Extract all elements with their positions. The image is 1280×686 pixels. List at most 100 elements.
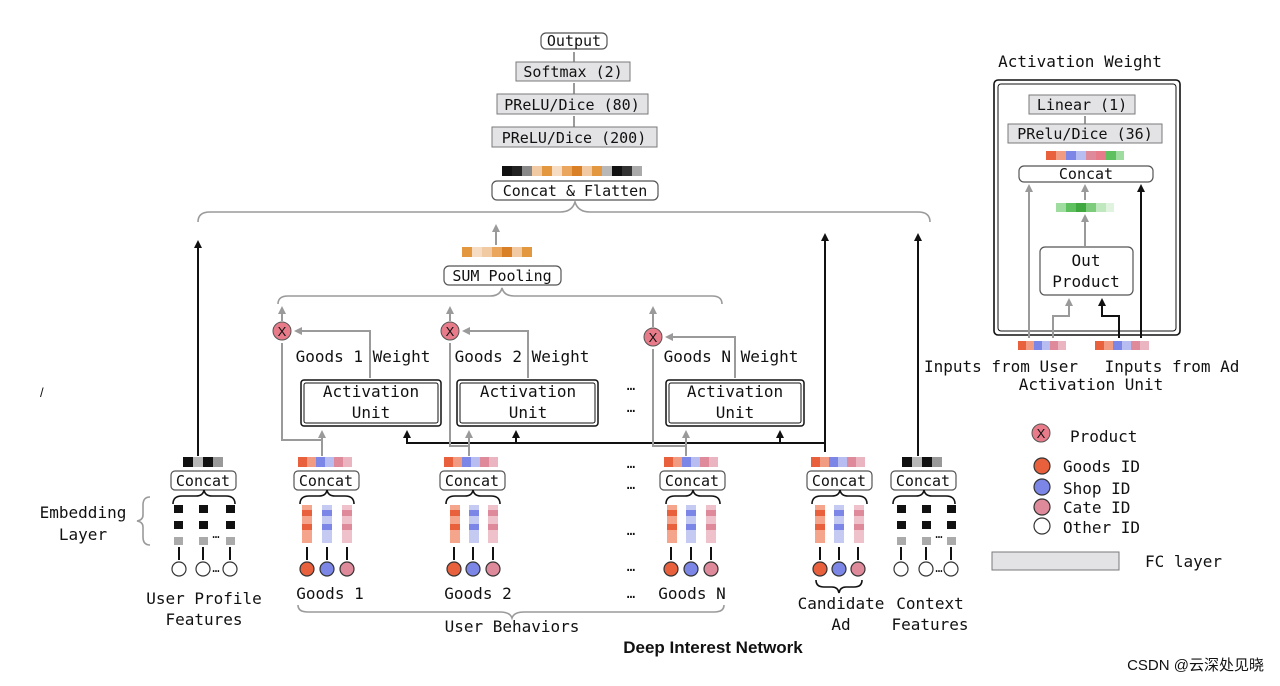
softmax-box (515, 61, 631, 82)
user-behaviors-label: User Behaviors (445, 617, 580, 636)
inputs-user-label-1: Inputs from User (924, 357, 1078, 376)
user-profile-strip (183, 457, 223, 467)
legend-goods-label: Goods ID (1063, 457, 1140, 476)
svg-text:X: X (446, 324, 455, 339)
linear-box (1028, 94, 1136, 115)
goods1-id-circles (299, 561, 355, 577)
softmax-label: Softmax (2) (523, 63, 622, 81)
activation-unit-n: Activation Unit (665, 379, 805, 427)
output-box (540, 32, 608, 50)
inset-frame-inner (997, 83, 1177, 332)
goods1-strip (298, 457, 352, 467)
stray-mark: / (40, 385, 44, 400)
svg-text:Concat: Concat (896, 472, 950, 490)
prelu36-box (1007, 123, 1163, 144)
activation-unit-2: Activation Unit (456, 379, 599, 427)
goodsn-embeddings (667, 505, 716, 543)
context-label-2: Features (891, 615, 968, 634)
product-node-2: X (440, 321, 460, 341)
ellipsis-au-bottom: … (627, 400, 635, 416)
prelu36-label: PRelu/Dice (36) (1017, 125, 1152, 143)
embedding-layer-label-2: Layer (59, 525, 108, 544)
pooled-embedding-strip (462, 247, 532, 257)
candidate-label-1: Candidate (798, 594, 885, 613)
legend-shop-icon (1033, 478, 1051, 496)
prelu200-label: PReLU/Dice (200) (502, 129, 647, 147)
svg-text:Concat: Concat (299, 472, 353, 490)
linear-label: Linear (1) (1037, 96, 1127, 114)
candidate-id-brace (815, 579, 863, 594)
weight2-arrow (462, 327, 529, 378)
concat-box-context: Concat (890, 470, 957, 491)
context-id-circles (893, 561, 959, 577)
goods1-to-product (281, 343, 323, 456)
user-profile-label-1: User Profile (146, 589, 262, 608)
svg-text:X: X (649, 330, 658, 345)
user-profile-embeddings (174, 505, 235, 545)
inset-ad-input-strip (1095, 341, 1149, 350)
ellipsis-au-top: … (627, 378, 635, 394)
legend-goods-icon (1033, 457, 1051, 475)
goods2-brace (445, 489, 501, 505)
user-profile-brace (172, 489, 236, 505)
inputs-ad-label: Inputs from Ad (1105, 357, 1240, 376)
inset-concat-box (1018, 165, 1154, 183)
prelu200-box (491, 126, 658, 148)
legend-product-icon: X (1031, 423, 1051, 443)
concat-box-goodsn: Concat (659, 470, 726, 491)
concat-box-user-profile: Concat (170, 470, 237, 491)
out-product-box (1039, 246, 1134, 296)
goods2-to-product (449, 343, 470, 456)
user-behaviors-brace (297, 604, 725, 621)
goods1-embeddings (302, 505, 352, 543)
context-label-1: Context (896, 594, 963, 613)
inset-concat-strip (1046, 151, 1124, 160)
product-node-1: X (272, 321, 292, 341)
svg-text:Concat: Concat (812, 472, 866, 490)
inset-concat-label: Concat (1059, 165, 1113, 183)
ellipsis-ctx-ids: … (935, 561, 942, 575)
ellipsis-strip: … (627, 456, 635, 472)
id-up-arrows (178, 547, 952, 560)
weight1-arrow (294, 327, 371, 378)
svg-text:Activation: Activation (687, 382, 783, 401)
svg-text:Unit: Unit (509, 403, 548, 422)
legend-cate-label: Cate ID (1063, 498, 1130, 517)
pooling-brace (277, 287, 723, 305)
goods2-id-circles (446, 561, 501, 577)
ellipsis-up-ids: … (212, 561, 219, 575)
output-label: Output (547, 32, 601, 50)
legend-product-label: Product (1070, 427, 1137, 446)
embedding-layer-brace (136, 496, 151, 546)
legend-cate-icon (1033, 498, 1051, 516)
candidate-strip (811, 457, 865, 467)
out-product-label-1: Out (1072, 251, 1101, 270)
svg-text:Concat: Concat (445, 472, 499, 490)
ellipsis-ids: … (627, 559, 635, 575)
legend-other-icon (1033, 517, 1051, 535)
ellipsis-concat: … (627, 477, 635, 493)
weightn-arrow (665, 333, 736, 378)
svg-text:X: X (1037, 426, 1046, 441)
prelu80-box (496, 93, 649, 115)
legend-shop-label: Shop ID (1063, 479, 1130, 498)
candidate-brace (811, 489, 868, 505)
user-profile-id-circles (171, 561, 238, 577)
goodsn-to-product (652, 349, 687, 456)
inputs-user-label-2: Activation Unit (1019, 375, 1164, 394)
out-product-label-2: Product (1052, 272, 1119, 291)
svg-text:Activation: Activation (480, 382, 576, 401)
svg-text:Concat: Concat (176, 472, 230, 490)
svg-text:Unit: Unit (352, 403, 391, 422)
inset-user-to-product (1052, 298, 1073, 338)
goods1-brace (299, 489, 355, 505)
goods2-weight-label: Goods 2 Weight (455, 347, 590, 366)
embedding-layer-label-1: Embedding (40, 503, 127, 522)
svg-text:X: X (278, 324, 287, 339)
goods2-label: Goods 2 (444, 584, 511, 603)
flatten-embedding-strip (502, 166, 642, 176)
goodsn-weight-label: Goods N Weight (664, 347, 799, 366)
concat-box-goods2: Concat (439, 470, 506, 491)
